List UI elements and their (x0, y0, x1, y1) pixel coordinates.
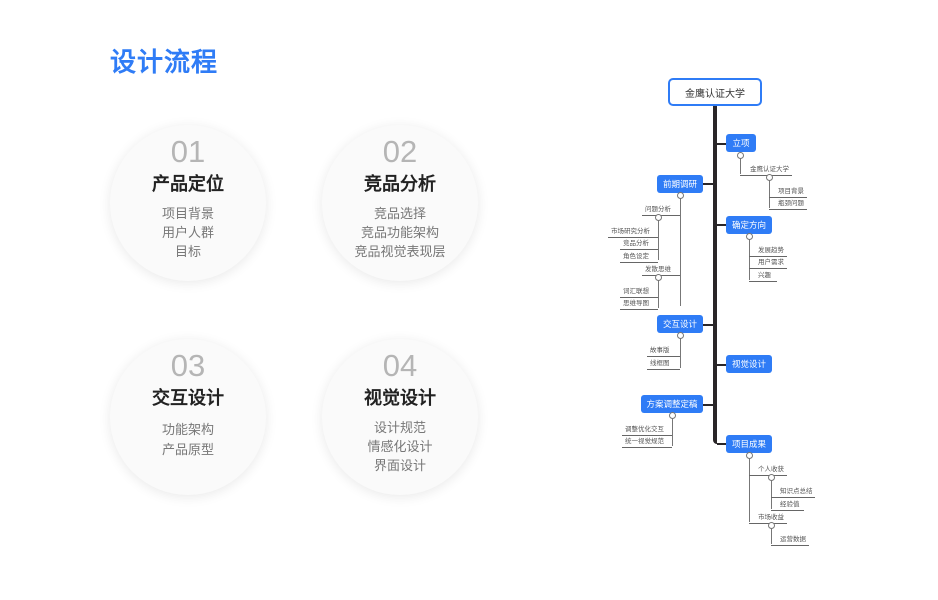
step-item: 设计规范 (373, 421, 426, 436)
step-number: 02 (382, 134, 418, 169)
step-number: 04 (382, 348, 418, 383)
step-title: 竞品分析 (364, 174, 436, 195)
connector (703, 183, 713, 185)
collapse-dot (669, 412, 676, 419)
leaf: 运营数据 (771, 535, 809, 546)
leaf: 词汇联想 (620, 287, 658, 298)
leaf: 故事版 (647, 346, 680, 357)
step-card-1: 01 产品定位 项目背景用户人群目标 (110, 125, 266, 281)
branch-line (740, 156, 741, 174)
leaf: 角色设定 (620, 252, 658, 263)
branch-line (769, 178, 770, 208)
connector (717, 224, 726, 226)
node-shijue: 视觉设计 (726, 355, 772, 373)
leaf: 竞品分析 (620, 239, 658, 250)
collapse-dot (655, 274, 662, 281)
step-item: 功能架构 (161, 423, 214, 438)
collapse-dot (746, 452, 753, 459)
step-item: 情感化设计 (367, 440, 433, 455)
step-item: 界面设计 (373, 459, 426, 474)
node-chengguo: 项目成果 (726, 435, 772, 453)
leaf: 瓶颈问题 (769, 199, 807, 210)
branch-line (658, 218, 659, 260)
mindmap-root: 金鹰认证大学 (668, 78, 762, 106)
node-lixiang: 立项 (726, 134, 756, 152)
node-fangan: 方案调整定稿 (641, 395, 703, 413)
node-qianqi: 前期调研 (657, 175, 703, 193)
step-item: 竞品功能架构 (360, 226, 439, 241)
step-number: 03 (170, 348, 206, 383)
leaf: 调整优化交互 (622, 425, 672, 436)
leaf: 兴趣 (749, 271, 777, 282)
leaf: 项目背景 (769, 187, 807, 198)
branch-line (680, 196, 681, 306)
step-title: 视觉设计 (364, 388, 436, 409)
leaf: 用户需求 (749, 258, 787, 269)
leaf: 线框图 (647, 359, 680, 370)
collapse-dot (677, 332, 684, 339)
branch-line (658, 278, 659, 308)
step-item: 产品原型 (161, 443, 214, 458)
connector (703, 324, 713, 326)
branch-line (749, 456, 750, 522)
branch-line (771, 526, 772, 544)
collapse-dot (768, 522, 775, 529)
step-item: 竞品选择 (373, 207, 426, 222)
step-card-2: 02 竞品分析 竞品选择竞品功能架构竞品视觉表现层 (322, 125, 478, 281)
step-number: 01 (170, 134, 206, 169)
node-jiaohu: 交互设计 (657, 315, 703, 333)
leaf: 知识点总结 (771, 487, 815, 498)
branch-line (680, 336, 681, 368)
collapse-dot (677, 192, 684, 199)
step-title: 产品定位 (152, 174, 224, 195)
step-item: 竞品视觉表现层 (354, 245, 446, 260)
page-title: 设计流程 (110, 48, 219, 78)
leaf: 统一视觉规范 (622, 437, 672, 448)
mindmap-spine (713, 106, 717, 444)
branch-line (749, 237, 750, 280)
step-item: 目标 (174, 245, 201, 260)
step-title: 交互设计 (152, 388, 224, 409)
step-card-3: 03 交互设计 功能架构产品原型 (110, 339, 266, 495)
collapse-dot (768, 474, 775, 481)
collapse-dot (737, 152, 744, 159)
connector (717, 443, 726, 445)
branch-line (771, 478, 772, 509)
step-item: 项目背景 (161, 207, 214, 222)
collapse-dot (746, 233, 753, 240)
leaf: 经验值 (771, 500, 804, 511)
node-queding: 确定方向 (726, 216, 772, 234)
connector (717, 143, 726, 145)
branch-line (672, 416, 673, 446)
leaf: 思维导图 (620, 299, 658, 310)
leaf: 市场研究分析 (608, 227, 658, 238)
collapse-dot (766, 174, 773, 181)
leaf: 发展趋势 (749, 246, 787, 257)
step-item: 用户人群 (161, 226, 214, 241)
collapse-dot (655, 214, 662, 221)
connector (717, 364, 726, 366)
connector (703, 404, 713, 406)
step-card-4: 04 视觉设计 设计规范情感化设计界面设计 (322, 339, 478, 495)
